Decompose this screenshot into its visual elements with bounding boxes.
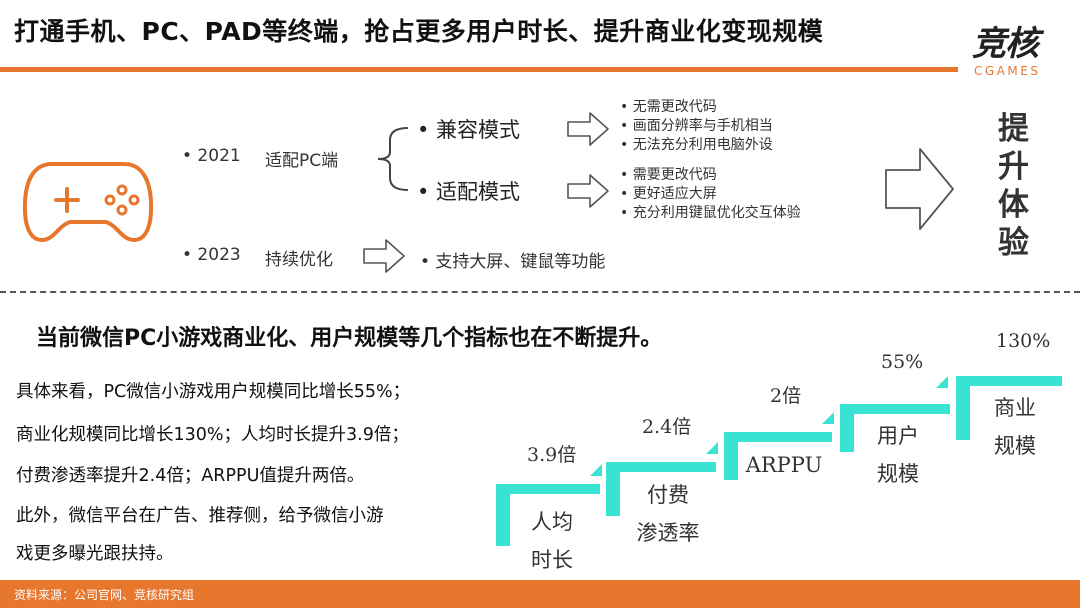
- step-value-commerce: 130%: [996, 330, 1051, 352]
- step-cap: [590, 464, 602, 476]
- adapt-pc-label: 适配PC端: [265, 151, 339, 171]
- title-underline: [0, 67, 958, 72]
- step-value-arppu: 2倍: [770, 385, 802, 407]
- list-item: • 无需更改代码: [620, 99, 717, 115]
- list-item: • 需要更改代码: [620, 167, 717, 183]
- step-bar: [840, 404, 950, 452]
- brace-bracket: [377, 127, 409, 191]
- step-bar: [606, 462, 716, 516]
- step-cap: [706, 442, 718, 454]
- step-name-line: 用户: [877, 424, 919, 448]
- continuous-optimize-label: 持续优化: [265, 250, 333, 270]
- paragraph-line: 戏更多曝光跟扶持。: [16, 544, 174, 564]
- year-2021: • 2021: [182, 146, 241, 166]
- list-item: • 充分利用键鼠优化交互体验: [620, 205, 801, 221]
- step-name-line: 渗透率: [636, 521, 700, 545]
- paragraph-line: 此外，微信平台在广告、推荐侧，给予微信小游: [16, 506, 384, 526]
- paragraph-line: 商业化规模同比增长130%；人均时长提升3.9倍；: [16, 425, 409, 445]
- paragraph-line: 具体来看，PC微信小游戏用户规模同比增长55%；: [16, 382, 411, 402]
- step-name-line: 付费: [647, 483, 689, 507]
- step-name-commerce: 商业 规模: [975, 389, 1055, 465]
- step-name-line: 人均: [531, 510, 573, 534]
- year-2023: • 2023: [182, 245, 241, 265]
- step-name-users: 用户 规模: [858, 417, 938, 493]
- growth-staircase: [496, 376, 1062, 546]
- gamepad-icon: [22, 162, 154, 242]
- paragraph-line: 付费渗透率提升2.4倍；ARPPU值提升两倍。: [16, 466, 365, 486]
- step-value-pay-rate: 2.4倍: [642, 416, 692, 438]
- step-name-line: 规模: [877, 462, 919, 486]
- compat-mode-points: • 无需更改代码 • 画面分辨率与手机相当 • 无法充分利用电脑外设: [620, 98, 773, 155]
- adapt-mode-points: • 需要更改代码 • 更好适应大屏 • 充分利用键鼠优化交互体验: [620, 166, 801, 223]
- big-arrow-right-icon: [885, 148, 954, 230]
- cgames-logo: 竞核: [972, 24, 1039, 64]
- list-item: • 无法充分利用电脑外设: [620, 137, 773, 153]
- footer-bar: 资料来源：公司官网、竞核研究组: [0, 580, 1080, 608]
- step-bar: [956, 376, 1062, 440]
- step-bar: [724, 432, 832, 480]
- step-cap: [936, 376, 948, 388]
- bigscreen-support-text: • 支持大屏、键鼠等功能: [420, 252, 606, 272]
- list-item: • 画面分辨率与手机相当: [620, 118, 773, 134]
- arrow-right-icon: [567, 112, 609, 146]
- step-name-line: 商业: [994, 396, 1036, 420]
- page-title: 打通手机、PC、PAD等终端，抢占更多用户时长、提升商业化变现规模: [14, 17, 824, 46]
- cgames-logo-subtext: CGAMES: [974, 64, 1041, 78]
- step-cap: [822, 412, 834, 424]
- list-item: • 更好适应大屏: [620, 186, 717, 202]
- step-name-line: 规模: [994, 434, 1036, 458]
- improve-experience-text: 提升体验: [998, 111, 1029, 261]
- arrow-right-icon: [363, 239, 405, 273]
- step-name-line: 时长: [531, 548, 573, 572]
- section-divider: [0, 291, 1080, 293]
- adapt-mode-label: • 适配模式: [417, 180, 521, 204]
- arrow-right-icon: [567, 174, 609, 208]
- step-name-duration: 人均 时长: [512, 503, 592, 579]
- step-value-duration: 3.9倍: [527, 444, 577, 466]
- step-name-pay-rate: 付费 渗透率: [628, 476, 708, 552]
- section-subtitle: 当前微信PC小游戏商业化、用户规模等几个指标也在不断提升。: [36, 326, 663, 351]
- step-value-users: 55%: [881, 351, 924, 373]
- step-bar: [496, 484, 600, 546]
- step-name-arppu: ARPPU: [744, 446, 824, 484]
- compat-mode-label: • 兼容模式: [417, 118, 521, 142]
- source-note: 资料来源：公司官网、竞核研究组: [14, 588, 195, 602]
- step-name-line: ARPPU: [745, 453, 823, 477]
